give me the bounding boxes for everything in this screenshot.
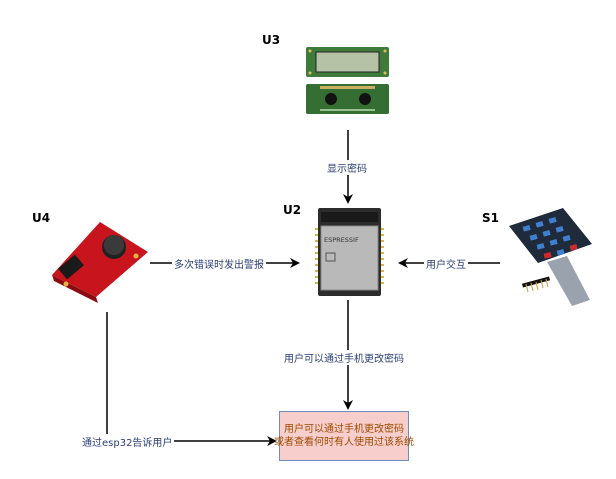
keypad-icon	[509, 208, 592, 306]
node-label-s1: S1	[482, 211, 499, 225]
esp32-chip-text: ESPRESSIF	[324, 236, 359, 244]
node-label-u4: U4	[32, 211, 51, 225]
edge-label-u4-to-result: 通过esp32告诉用户	[80, 434, 175, 449]
buzzer-module-icon	[52, 222, 148, 303]
result-line-2: 或者查看何时有人使用过该系统	[274, 437, 414, 448]
edge-label-u4-to-u2: 多次错误时发出警报	[172, 256, 266, 271]
result-box: 用户可以通过手机更改密码 或者查看何时有人使用过该系统	[274, 411, 414, 461]
edge-label-u2-to-result: 用户可以通过手机更改密码	[282, 350, 406, 365]
node-label-u3: U3	[262, 33, 281, 47]
edge-label-s1-to-u2: 用户交互	[424, 256, 468, 271]
esp32-module-icon	[315, 208, 384, 296]
arrow-u4-to-result	[106, 312, 277, 446]
result-line-1: 用户可以通过手机更改密码	[284, 424, 404, 435]
lcd-display-icon	[306, 47, 389, 114]
node-label-u2: U2	[283, 203, 302, 217]
edge-label-u3-to-u2: 显示密码	[325, 160, 369, 175]
